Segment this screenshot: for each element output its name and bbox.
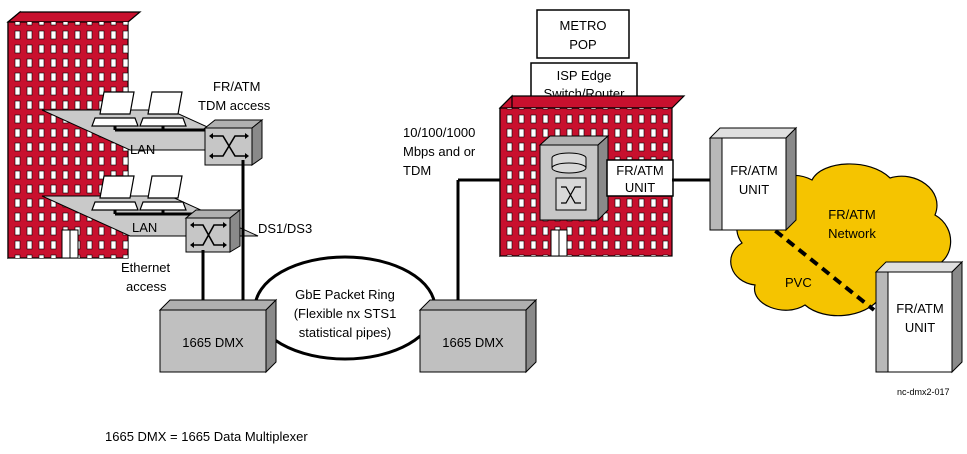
- ring-label-1: GbE Packet Ring: [295, 287, 395, 302]
- ring-label-3: statistical pipes): [299, 325, 391, 340]
- ring-label-2: (Flexible nx STS1: [294, 306, 397, 321]
- fr-atm-unit-b: FR/ATM UNIT: [874, 260, 964, 374]
- lan-label-bottom: LAN: [132, 220, 157, 235]
- ethernet-label: Ethernet: [121, 260, 171, 275]
- switch-icon-top: [203, 118, 264, 166]
- dmx-left-label: 1665 DMX: [182, 335, 244, 350]
- pop-unit-label-2: UNIT: [625, 180, 655, 195]
- pop-label: POP: [569, 37, 596, 52]
- mbps-label-1: 10/100/1000: [403, 125, 475, 140]
- pop-fr-atm-unit: [606, 159, 674, 197]
- switch-icon-bottom: [184, 208, 242, 253]
- mbps-label-3: TDM: [403, 163, 431, 178]
- pop-unit-label-1: FR/ATM: [616, 163, 663, 178]
- computer-icon: [91, 91, 139, 127]
- footnote: 1665 DMX = 1665 Data Multiplexer: [105, 429, 308, 444]
- metro-label: METRO: [560, 18, 607, 33]
- computer-icon: [139, 91, 187, 127]
- access-label: access: [126, 279, 167, 294]
- unit-b-label-1: FR/ATM: [896, 301, 943, 316]
- fr-atm-unit-a: FR/ATM UNIT: [708, 126, 798, 232]
- network-label-2: Network: [828, 226, 876, 241]
- metro-pop-box: [536, 9, 630, 59]
- pvc-label: PVC: [785, 275, 812, 290]
- dmx-right-label: 1665 DMX: [442, 335, 504, 350]
- fr-atm-tdm-label: FR/ATM: [213, 79, 260, 94]
- lan-label-top: LAN: [130, 142, 155, 157]
- mbps-label-2: Mbps and or: [403, 144, 476, 159]
- dmx-right: 1665 DMX: [418, 298, 538, 374]
- unit-a-label-1: FR/ATM: [730, 163, 777, 178]
- pvc-line: [750, 210, 876, 312]
- tdm-access-label: TDM access: [198, 98, 271, 113]
- ds1-ds3-label: DS1/DS3: [258, 221, 312, 236]
- unit-a-label-2: UNIT: [739, 182, 769, 197]
- unit-b-label-2: UNIT: [905, 320, 935, 335]
- edge-router-icon: [538, 134, 610, 222]
- figure-id: nc-dmx2-017: [897, 387, 950, 397]
- computer-icon: [91, 175, 139, 211]
- computer-icon: [139, 175, 187, 211]
- isp-label-1: ISP Edge: [557, 68, 612, 83]
- network-label-1: FR/ATM: [828, 207, 875, 222]
- dmx-left: 1665 DMX: [158, 298, 278, 374]
